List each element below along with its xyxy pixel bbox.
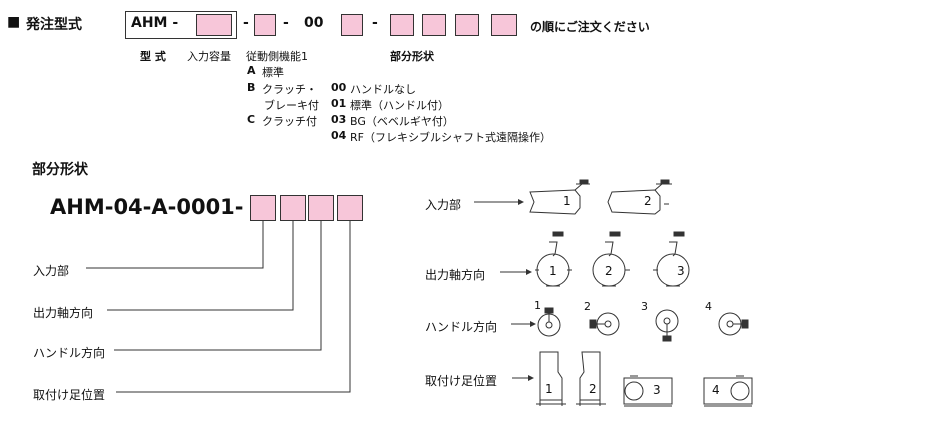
- code-box-function[interactable]: [254, 14, 276, 36]
- example-box-3: [308, 195, 334, 221]
- code-box-handle[interactable]: [341, 14, 363, 36]
- example-model-code: AHM-04-A-0001-: [50, 195, 244, 219]
- diagram-number: 4: [705, 300, 712, 313]
- diagram-number: 2: [644, 194, 652, 208]
- diagram-label-mount: 取付け足位置: [425, 374, 498, 388]
- label-mount-foot: 取付け足位置: [33, 388, 106, 402]
- diagram-label-handle: ハンドル方向: [425, 320, 498, 334]
- diagram-number: 3: [653, 383, 661, 397]
- handle-code: 03: [331, 113, 347, 126]
- section-title: 部分形状: [32, 162, 88, 178]
- mount-diagram-3: [623, 375, 673, 407]
- separator-dash: -: [372, 15, 378, 31]
- input-diagram-2: [607, 179, 672, 215]
- label-handle-direction: ハンドル方向: [33, 346, 106, 360]
- handle-code: 04: [331, 129, 347, 142]
- title-marker: ■: [7, 14, 21, 30]
- label-output-shaft: 出力軸方向: [33, 306, 94, 320]
- function-text: 標準: [262, 66, 284, 79]
- input-diagram-1: [529, 179, 590, 215]
- page-title: 発注型式: [26, 17, 82, 33]
- example-box-4: [337, 195, 363, 221]
- model-prefix: AHM -: [131, 15, 179, 31]
- code-box-capacity[interactable]: [196, 14, 232, 36]
- handle-code: 00: [331, 81, 347, 94]
- part-shape-label: 部分形状: [390, 50, 434, 63]
- handle-diagram-2: [589, 312, 620, 336]
- code-box-part-1[interactable]: [390, 14, 414, 36]
- handle-text: 標準（ハンドル付）: [350, 99, 449, 112]
- diagram-number: 4: [712, 383, 720, 397]
- handle-diagram-1: [537, 307, 561, 337]
- code-00: 00: [304, 15, 324, 31]
- order-instruction: の順にご注文ください: [530, 20, 650, 34]
- diagram-number: 2: [605, 264, 613, 278]
- diagram-number: 1: [545, 382, 553, 396]
- handle-diagram-3: [655, 309, 679, 342]
- separator-dash: -: [243, 15, 249, 31]
- diagram-number: 3: [677, 264, 685, 278]
- diagram-number: 1: [549, 264, 557, 278]
- separator-dash: -: [283, 15, 289, 31]
- handle-diagram-4: [718, 312, 749, 336]
- label-input-section: 入力部: [33, 264, 70, 278]
- handle-text: BG（ベベルギヤ付）: [350, 115, 454, 128]
- diagram-number: 2: [589, 382, 597, 396]
- function-code: A: [247, 64, 256, 77]
- model-box: [125, 11, 237, 39]
- handle-text: ハンドルなし: [350, 83, 416, 96]
- handle-code: 01: [331, 97, 347, 110]
- diagram-number: 3: [641, 300, 648, 313]
- diagram-label-output: 出力軸方向: [425, 268, 486, 282]
- input-capacity-label: 入力容量: [187, 50, 231, 63]
- code-box-part-2[interactable]: [422, 14, 446, 36]
- model-label: 型 式: [140, 50, 166, 63]
- mount-diagram-2: [576, 351, 606, 406]
- function-text: クラッチ・: [262, 83, 317, 96]
- code-box-part-3[interactable]: [455, 14, 479, 36]
- driven-function-title: 従動側機能1: [246, 50, 308, 63]
- function-text: クラッチ付: [262, 115, 317, 128]
- diagram-label-input: 入力部: [425, 198, 462, 212]
- diagram-number: 1: [563, 194, 571, 208]
- function-code: B: [247, 81, 256, 94]
- code-box-part-4[interactable]: [491, 14, 517, 36]
- diagram-number: 1: [534, 299, 541, 312]
- function-code: C: [247, 113, 256, 126]
- mount-diagram-1: [536, 351, 566, 406]
- function-text: ブレーキ付: [264, 99, 319, 112]
- handle-text: RF（フレキシブルシャフト式遠隔操作）: [350, 131, 551, 144]
- example-box-1: [250, 195, 276, 221]
- diagram-number: 2: [584, 300, 591, 313]
- example-box-2: [280, 195, 306, 221]
